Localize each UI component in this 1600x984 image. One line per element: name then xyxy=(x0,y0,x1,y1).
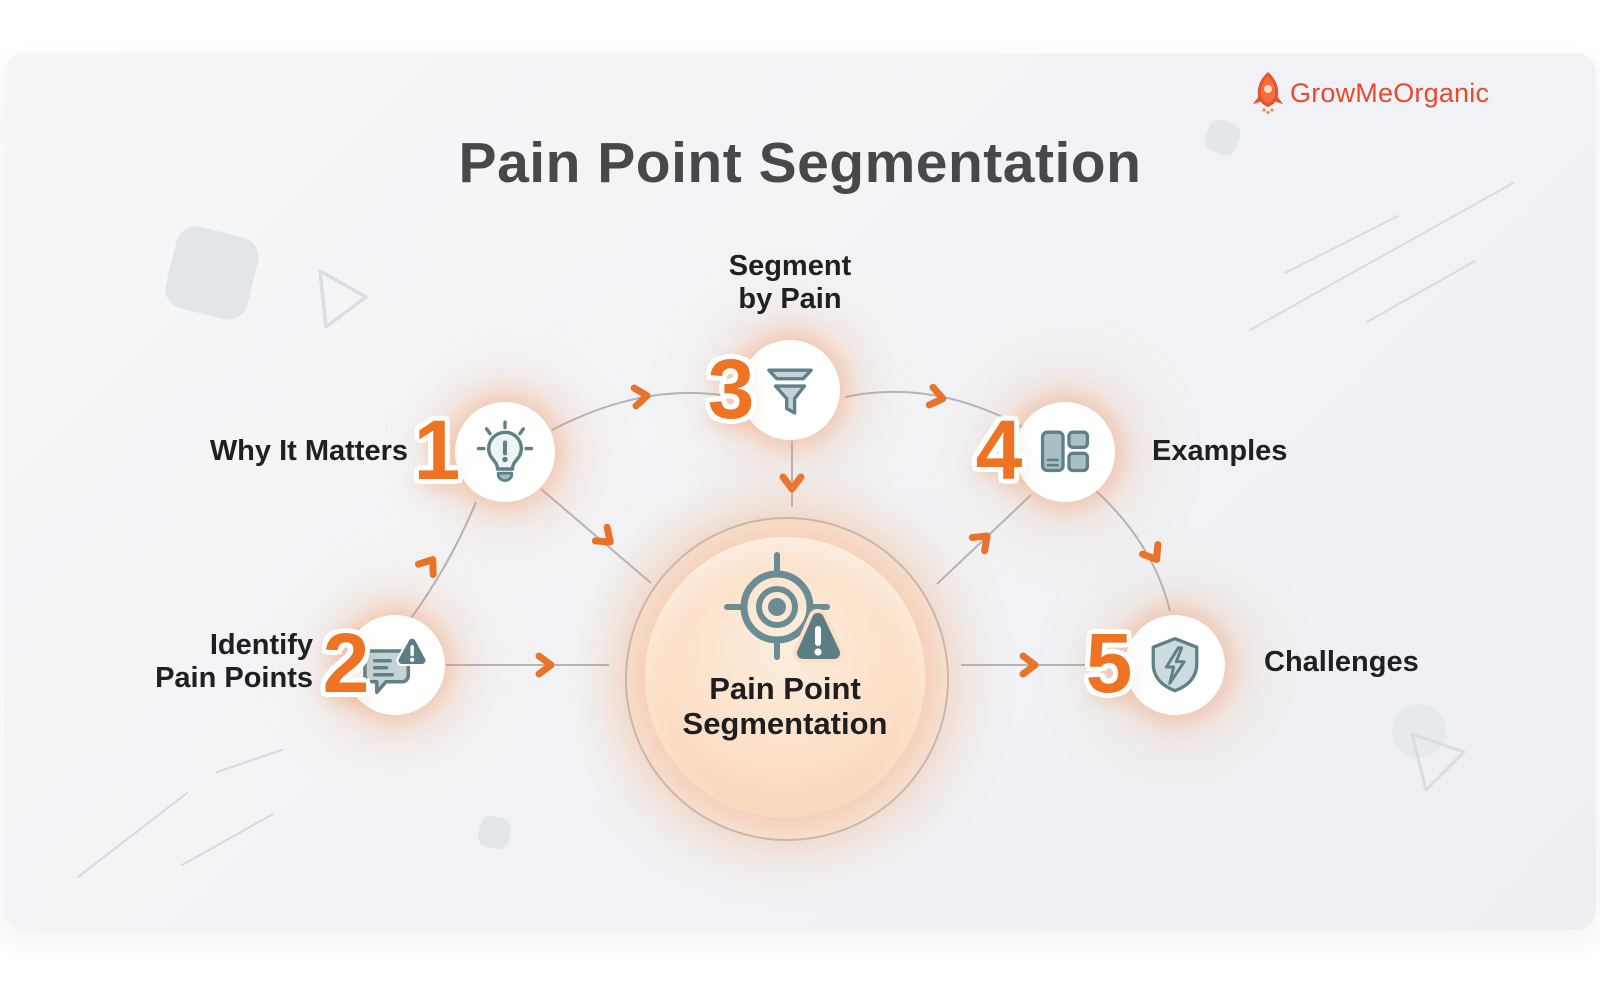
lightbulb-alert-icon xyxy=(476,420,534,482)
target-alert-icon xyxy=(724,552,845,664)
decor-diagonal-lines xyxy=(77,749,283,878)
node-1-number: 1 xyxy=(413,403,461,497)
decor-circle xyxy=(1392,704,1446,758)
brand-logo: GrowMeOrganic xyxy=(1250,70,1489,116)
decor-diagonal-lines xyxy=(1249,182,1514,331)
hub-label: Pain Point Segmentation xyxy=(682,671,888,741)
node-3-circle xyxy=(740,340,840,440)
node-1-circle xyxy=(455,402,555,502)
node-4-circle xyxy=(1015,402,1115,502)
decor-triangle-outline xyxy=(318,269,368,329)
node-4-number: 4 xyxy=(975,403,1023,497)
layout-cards-icon xyxy=(1040,430,1090,473)
brand-name: GrowMeOrganic xyxy=(1290,77,1490,108)
chat-alert-icon xyxy=(363,636,428,695)
shield-bolt-icon xyxy=(1151,636,1199,693)
flow-arrowheads xyxy=(414,383,1162,678)
node-5-label: Challenges xyxy=(1264,646,1419,678)
decor-triangle-outline xyxy=(1410,732,1466,792)
node-2-label: Identify Pain Points xyxy=(155,629,313,694)
page-title: Pain Point Segmentation xyxy=(458,131,1142,195)
node-3-number: 3 xyxy=(707,342,755,436)
node-1-label: Why It Matters xyxy=(209,435,408,467)
node-5-circle xyxy=(1125,615,1225,715)
node-4-label: Examples xyxy=(1152,435,1288,467)
hub-circle: Pain Point Segmentation xyxy=(645,537,925,817)
funnel-icon xyxy=(767,368,813,415)
node-2-number: 2 xyxy=(322,616,370,710)
rocket-icon xyxy=(1253,72,1283,115)
node-5-number: 5 xyxy=(1085,616,1133,710)
node-2-circle xyxy=(345,615,445,715)
node-3-label: Segment by Pain xyxy=(728,250,852,315)
